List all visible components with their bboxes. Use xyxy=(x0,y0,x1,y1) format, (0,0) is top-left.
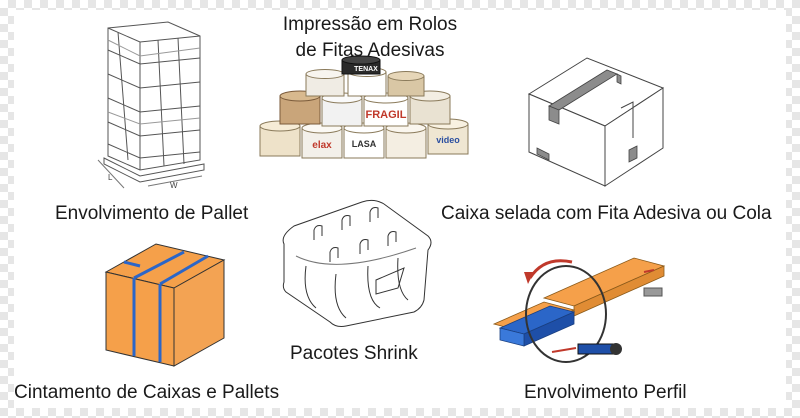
tape-printing-line1: Impressão em Rolos xyxy=(282,14,458,35)
tape-roll: LASA xyxy=(343,122,385,159)
tape-text-elax: elax xyxy=(312,140,332,151)
tape-text-fragil: FRAGIL xyxy=(366,109,407,121)
tape-text-video: video xyxy=(436,135,460,145)
tape-text-tenax: TENAX xyxy=(354,66,378,73)
tape-roll: TENAX xyxy=(341,55,381,75)
tape-roll xyxy=(279,90,321,125)
strapped-box-illustration xyxy=(104,243,226,367)
pallet-wrapping-label: Envolvimento de Pallet xyxy=(55,203,249,224)
tape-roll: video xyxy=(427,118,469,155)
dimension-label-w: W xyxy=(170,181,178,190)
tape-text-lasa: LASA xyxy=(352,139,377,149)
tape-roll xyxy=(259,120,301,157)
dimension-label-l: L xyxy=(108,173,113,182)
sealed-box-label: Caixa selada com Fita Adesiva ou Cola xyxy=(441,203,772,224)
tape-roll xyxy=(387,71,425,97)
tape-printing-title: Impressão em Rolos de Fitas Adesivas xyxy=(270,12,470,64)
shrink-packs-label: Pacotes Shrink xyxy=(290,343,418,364)
tape-rolls-illustration: elax LASA video FRAGIL xyxy=(259,55,469,159)
tape-roll: FRAGIL xyxy=(363,92,409,127)
shrink-pack-illustration xyxy=(282,199,432,327)
wrapped-pallet-illustration: L W xyxy=(97,21,205,190)
profile-wrapping-illustration xyxy=(492,257,666,363)
profile-wrapping-label: Envolvimento Perfil xyxy=(524,382,687,403)
box-strapping-label: Cintamento de Caixas e Pallets xyxy=(14,382,280,403)
sealed-box-illustration xyxy=(527,57,665,187)
tape-roll xyxy=(305,69,345,97)
tape-printing-line2: de Fitas Adesivas xyxy=(295,40,445,61)
tape-roll xyxy=(321,92,363,127)
tape-roll: elax xyxy=(301,122,343,159)
tape-roll xyxy=(385,122,427,159)
